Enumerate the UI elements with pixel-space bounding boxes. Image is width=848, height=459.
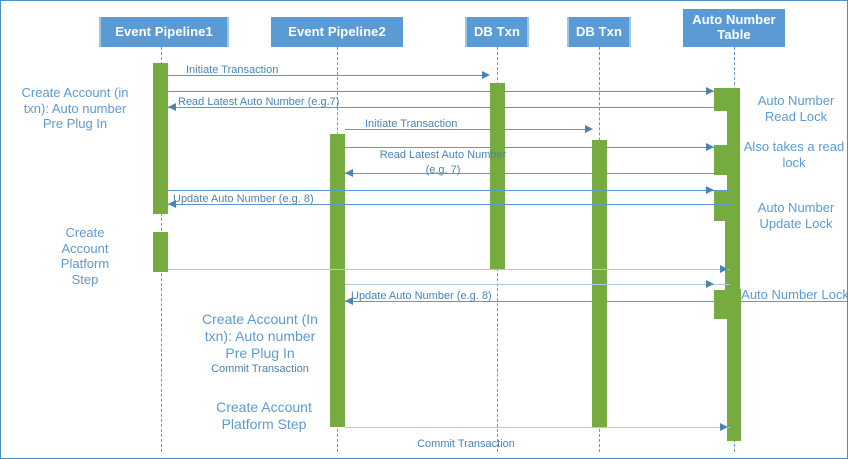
note-auto-number-lock: Auto Number Lock <box>741 287 848 303</box>
message-arrow-commit-transaction <box>720 423 728 431</box>
note-line-2: Account <box>61 240 109 256</box>
activation-bar-auto-number-final-lock-nested <box>714 290 728 319</box>
message-line-read-latest-auto-number-1-upper <box>168 91 730 92</box>
activation-bar-auto-number-update-lock <box>725 190 740 291</box>
note-line-1: Create Account (in <box>21 85 129 100</box>
message-label-update-auto-number-2: Update Auto Number (e.g. 8) <box>351 290 492 302</box>
note-line-1: Auto Number <box>757 93 835 108</box>
message-line-platform-step-to-auto-number <box>168 269 730 270</box>
message-arrow-initiate-transaction-1 <box>482 71 490 79</box>
note-auto-number-read-lock: Auto Number Read Lock <box>745 93 847 124</box>
note-line-1: Create <box>65 225 105 240</box>
note-line-2: Platform Step <box>221 415 307 432</box>
message-label-initiate-transaction-2: Initiate Transaction <box>365 118 458 130</box>
message-line-update-auto-number-2 <box>345 301 847 302</box>
message-label-read-latest-auto-number-2-line1: Read Latest Auto Number <box>379 149 507 161</box>
activation-bar-event-pipeline1-b <box>153 232 168 272</box>
note-line-1: Create Account (In <box>202 311 318 327</box>
activation-bar-auto-number-update-lock-nested <box>714 191 727 221</box>
actor-box-event-pipeline2[interactable]: Event Pipeline2 <box>271 17 403 47</box>
message-line-update-auto-number-1 <box>168 204 730 205</box>
note-commit-transaction-sub: Commit Transaction <box>211 363 309 376</box>
note-line-4: Step <box>71 271 99 287</box>
message-line-read-latest-auto-number-1 <box>168 107 730 108</box>
message-line-read-latest-auto-number-2 <box>345 173 730 174</box>
message-arrow-read-latest-auto-number-1 <box>168 103 176 111</box>
message-label-update-auto-number-1: Update Auto Number (e.g. 8) <box>173 193 314 205</box>
message-arrow-update-auto-number-2 <box>345 297 353 305</box>
message-line-update-auto-number-1-upper <box>168 190 730 191</box>
note-line-2: txn): Auto number <box>204 327 316 344</box>
note-line-1: Auto Number Lock <box>741 287 848 302</box>
note-line-2: lock <box>782 154 806 170</box>
activation-bar-auto-number-final-lock <box>727 289 741 441</box>
actor-label-event-pipeline1: Event Pipeline1 <box>115 23 213 39</box>
message-arrow-auto-number-read-lock-entry <box>706 87 714 95</box>
message-label-read-latest-auto-number-2-line2: (e.g. 7) <box>425 164 461 176</box>
note-also-takes-a-read-lock: Also takes a read lock <box>739 139 847 170</box>
message-arrow-read-latest-auto-number-2 <box>345 169 353 177</box>
activation-bar-auto-number-second-read-lock <box>714 145 728 175</box>
actor-label-db-txn-1: DB Txn <box>473 23 521 39</box>
message-arrow-platform-step-to-auto-number <box>720 265 728 273</box>
actor-label-auto-number-table: Auto Number Table <box>692 12 776 42</box>
message-line-update-auto-number-2-upper <box>345 284 730 285</box>
message-line-read-latest-auto-number-2-upper <box>345 147 717 148</box>
note-line-1: Auto Number <box>757 200 835 215</box>
message-line-initiate-transaction-1 <box>168 75 484 76</box>
message-line-commit-transaction <box>345 427 730 428</box>
actor-box-db-txn-2[interactable]: DB Txn <box>567 17 631 47</box>
message-arrow-auto-number-second-read-lock-entry <box>706 143 714 151</box>
activation-bar-db-txn-2 <box>592 140 607 427</box>
message-arrow-update-auto-number-1 <box>168 200 176 208</box>
note-line-1: Also takes a read <box>743 139 845 154</box>
message-label-initiate-transaction-1: Initiate Transaction <box>186 64 279 76</box>
actor-label-event-pipeline2: Event Pipeline2 <box>288 23 386 39</box>
note-auto-number-update-lock: Auto Number Update Lock <box>745 200 847 231</box>
activation-bar-event-pipeline2 <box>330 134 345 427</box>
message-arrow-initiate-transaction-2 <box>585 125 593 133</box>
message-arrow-auto-number-update-lock-entry <box>706 186 714 194</box>
note-line-3: Pre Plug In <box>225 344 295 361</box>
message-label-read-latest-auto-number-1: Read Latest Auto Number (e.g.7) <box>178 96 340 108</box>
note-line-2: Update Lock <box>759 215 833 231</box>
actor-box-db-txn-1[interactable]: DB Txn <box>465 17 529 47</box>
note-create-account-pre-plug-in: Create Account (in txn): Auto number Pre… <box>5 85 145 132</box>
activation-bar-auto-number-read-lock <box>714 88 728 111</box>
note-line-3: Platform <box>60 256 110 272</box>
activation-bar-auto-number-table-main <box>727 88 740 192</box>
message-label-commit-transaction: Commit Transaction <box>417 438 515 450</box>
actor-box-auto-number-table[interactable]: Auto Number Table <box>683 9 785 47</box>
message-line-initiate-transaction-2 <box>345 129 587 130</box>
activation-bar-event-pipeline1-a <box>153 63 168 214</box>
note-create-account-platform-step-center: Create Account Platform Step <box>189 399 339 433</box>
note-create-account-pre-plug-in-center: Create Account (In txn): Auto number Pre… <box>189 311 331 377</box>
note-line-2: Read Lock <box>764 108 828 124</box>
message-arrow-auto-number-final-lock-entry <box>706 280 714 288</box>
actor-box-event-pipeline1[interactable]: Event Pipeline1 <box>99 17 229 47</box>
note-line-1: Create Account <box>216 399 312 415</box>
note-line-2: txn): Auto number <box>23 100 127 116</box>
note-create-account-platform-step-left: Create Account Platform Step <box>25 225 145 287</box>
note-line-3: Pre Plug In <box>42 116 108 132</box>
actor-label-db-txn-2: DB Txn <box>575 23 623 39</box>
